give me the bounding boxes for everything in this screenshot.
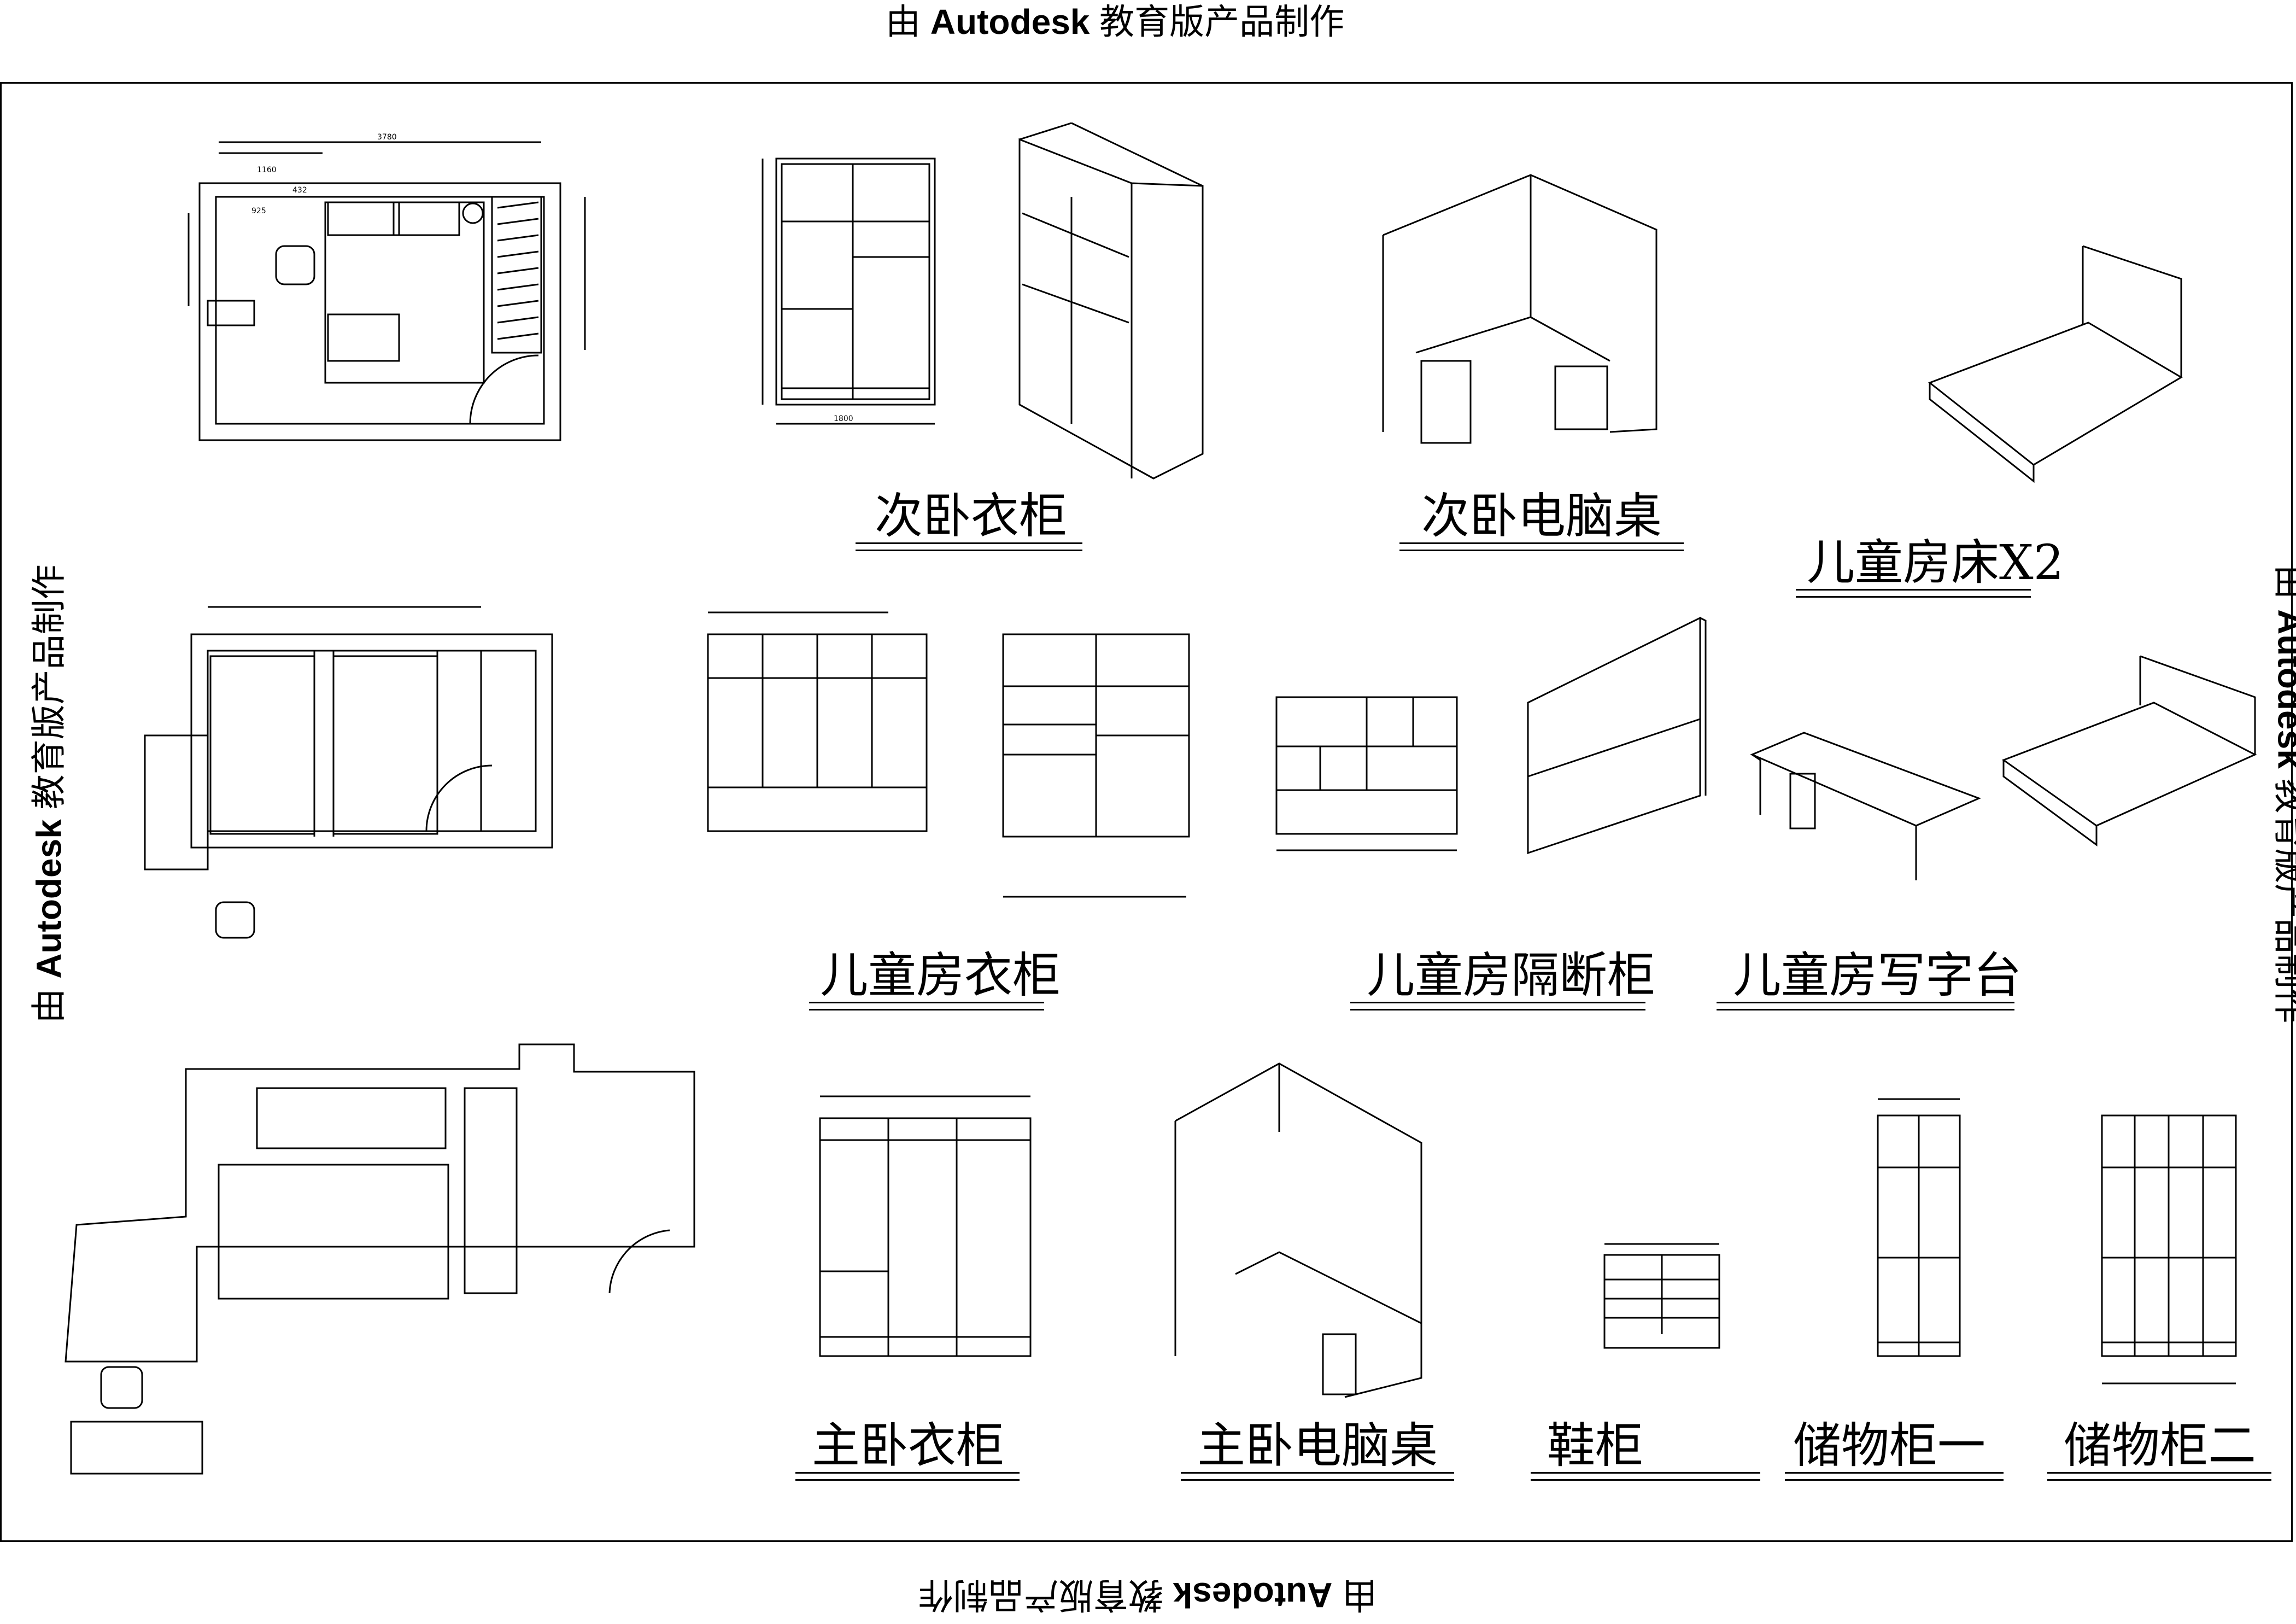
- shoe-cabinet-elevation: [1603, 1243, 1720, 1349]
- caption-underline: [795, 1472, 1020, 1474]
- dim-plan1-a: 1160: [257, 166, 277, 174]
- caption-underline: [1796, 589, 2031, 591]
- kids-partition-3d: [1527, 616, 1707, 855]
- kids-bed-3d: [1928, 245, 2183, 483]
- caption-storage-cabinet-1: 储物柜一: [1793, 1417, 1986, 1474]
- caption-kids-partition: 儿童房隔断柜: [1367, 947, 1656, 1003]
- kids-wardrobe-interior: [1002, 633, 1190, 898]
- caption-master-wardrobe: 主卧衣柜: [812, 1417, 1005, 1474]
- caption-underline: [1531, 1479, 1760, 1481]
- wardrobe-second-bedroom-3d: [1018, 122, 1204, 480]
- floor-plan-kids-room: [144, 606, 553, 939]
- caption-underline: [2047, 1479, 2271, 1481]
- dim-wardrobe1-w: 1800: [834, 414, 853, 423]
- caption-underline: [1717, 1002, 2014, 1003]
- caption-underline: [795, 1479, 1020, 1481]
- watermark-top: 由 Autodesk 教育版产品制作: [886, 2, 1345, 42]
- caption-underline: [1399, 542, 1684, 544]
- caption-storage-cabinet-2: 储物柜二: [2064, 1417, 2257, 1474]
- caption-kids-writing-desk: 儿童房写字台: [1733, 947, 2022, 1003]
- wardrobe-second-bedroom-elevation: [762, 157, 936, 425]
- kids-wardrobe-front: [707, 611, 928, 832]
- dim-plan1-c: 925: [251, 207, 266, 215]
- storage-cabinet-2-elevation: [2101, 1114, 2237, 1385]
- caption-underline: [856, 542, 1082, 544]
- caption-underline: [1796, 596, 2031, 598]
- kids-writing-desk-3d: [1750, 732, 1981, 880]
- caption-underline: [1181, 1479, 1454, 1481]
- caption-shoe-cabinet: 鞋柜: [1547, 1417, 1644, 1474]
- kids-partition-front: [1275, 696, 1458, 851]
- caption-underline: [809, 1002, 1044, 1003]
- drawing-frame: [0, 82, 2293, 1542]
- dim-plan1-total: 3780: [377, 133, 397, 142]
- caption-underline: [1717, 1009, 2014, 1010]
- kids-bed-3d-2: [2001, 655, 2257, 846]
- caption-underline: [1350, 1002, 1645, 1003]
- caption-underline: [856, 550, 1082, 551]
- caption-underline: [1531, 1472, 1760, 1474]
- caption-kids-bed: 儿童房床X2: [1807, 534, 2064, 591]
- caption-second-bedroom-wardrobe: 次卧衣柜: [875, 488, 1068, 544]
- caption-underline: [1785, 1472, 2004, 1474]
- caption-second-bedroom-desk: 次卧电脑桌: [1421, 488, 1662, 544]
- caption-underline: [1785, 1479, 2004, 1481]
- caption-underline: [2047, 1472, 2271, 1474]
- floor-plan-second-bedroom: [188, 141, 586, 441]
- master-desk-3d: [1174, 1062, 1422, 1398]
- caption-master-desk: 主卧电脑桌: [1197, 1417, 1438, 1474]
- caption-underline: [1350, 1009, 1645, 1010]
- dim-plan1-b: 432: [292, 186, 307, 195]
- storage-cabinet-1-elevation: [1877, 1098, 1961, 1357]
- caption-kids-wardrobe: 儿童房衣柜: [820, 947, 1061, 1003]
- caption-underline: [809, 1009, 1044, 1010]
- caption-underline: [1399, 550, 1684, 551]
- floor-plan-master-bedroom: [65, 1043, 695, 1475]
- desk-second-bedroom-3d: [1382, 174, 1657, 444]
- caption-underline: [1181, 1472, 1454, 1474]
- master-wardrobe-elevation: [819, 1095, 1032, 1357]
